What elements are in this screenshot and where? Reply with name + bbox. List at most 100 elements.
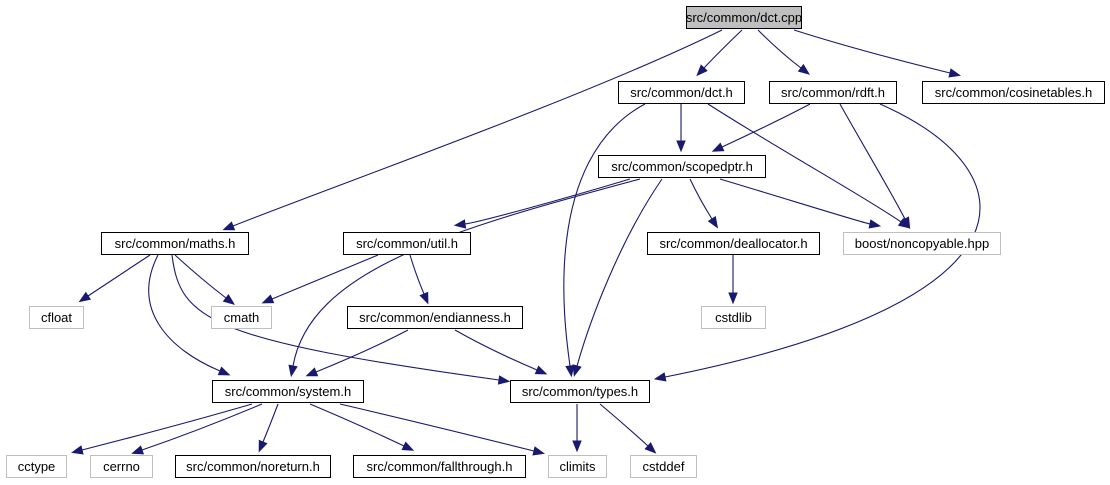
node-label: src/common/types.h (522, 384, 638, 399)
node-deallocator_h[interactable]: src/common/deallocator.h (647, 232, 820, 255)
arrowhead-dct_h-to-scopedptr_h (676, 140, 686, 153)
node-label: src/common/dct.h (630, 85, 733, 100)
arrowhead-maths_h-to-cfloat (78, 291, 92, 303)
arrowhead-system_h-to-climits (532, 446, 546, 456)
edge-scopedptr_h-to-types_h (576, 178, 663, 367)
node-label: src/common/endianness.h (359, 310, 511, 325)
edge-dct_cpp-to-rdft_h (757, 29, 802, 69)
arrowhead-scopedptr_h-to-noncopyable_hpp (868, 219, 882, 229)
node-endianness_h[interactable]: src/common/endianness.h (347, 306, 523, 329)
node-box (630, 455, 697, 478)
edge-system_h-to-cerrno (141, 403, 263, 451)
node-label: cfloat (41, 310, 72, 325)
node-box (90, 455, 153, 478)
arrowhead-system_h-to-noreturn_h (258, 439, 268, 453)
node-box (618, 81, 745, 104)
node-box (510, 380, 650, 403)
edge-scopedptr_h-to-noncopyable_hpp (719, 178, 871, 225)
arrowhead-scopedptr_h-to-system_h (288, 364, 298, 378)
node-box (347, 306, 523, 329)
node-label: src/common/dct.cpp (686, 10, 802, 25)
node-util_h[interactable]: src/common/util.h (343, 232, 471, 255)
node-types_h[interactable]: src/common/types.h (510, 380, 650, 403)
edge-system_h-to-fallthrough_h (309, 403, 405, 447)
node-label: src/common/deallocator.h (659, 236, 807, 251)
edge-dct_cpp-to-cosinetables_h (793, 29, 951, 74)
arrowhead-dct_cpp-to-maths_h (222, 221, 236, 231)
arrowhead-rdft_h-to-types_h (653, 372, 667, 382)
node-cerrno: cerrno (90, 455, 153, 478)
arrowhead-maths_h-to-system_h (217, 366, 231, 376)
arrowhead-rdft_h-to-scopedptr_h (711, 142, 725, 152)
node-label: climits (559, 459, 596, 474)
node-box (343, 232, 471, 255)
node-dct_cpp[interactable]: src/common/dct.cpp (686, 6, 802, 29)
node-cfloat: cfloat (29, 306, 84, 329)
edge-system_h-to-noreturn_h (262, 403, 279, 443)
edge-endianness_h-to-system_h (315, 329, 409, 373)
arrowhead-scopedptr_h-to-types_h (572, 364, 582, 377)
edge-rdft_h-to-noncopyable_hpp (839, 103, 906, 220)
node-label: src/common/scopedptr.h (611, 159, 753, 174)
node-box (29, 306, 84, 329)
node-rdft_h[interactable]: src/common/rdft.h (769, 81, 897, 104)
node-label: src/common/fallthrough.h (367, 459, 513, 474)
node-box (6, 455, 67, 478)
edge-maths_h-to-cfloat (87, 254, 151, 297)
node-box (922, 81, 1105, 104)
arrowhead-endianness_h-to-system_h (305, 367, 319, 377)
node-fallthrough_h[interactable]: src/common/fallthrough.h (353, 455, 526, 478)
node-noreturn_h[interactable]: src/common/noreturn.h (175, 455, 331, 478)
node-label: boost/noncopyable.hpp (855, 236, 989, 251)
node-box (212, 380, 364, 403)
edge-dct_h-to-noncopyable_hpp (707, 103, 902, 223)
edge-util_h-to-endianness_h (409, 254, 425, 295)
edge-system_h-to-cctype (81, 403, 253, 451)
arrowhead-types_h-to-climits (572, 440, 582, 453)
arrowhead-system_h-to-cctype (71, 445, 84, 455)
node-label: src/common/util.h (356, 236, 458, 251)
arrowhead-maths_h-to-types_h (497, 375, 511, 385)
arrowhead-rdft_h-to-noncopyable_hpp (900, 216, 911, 230)
node-box (686, 6, 802, 29)
node-box (353, 455, 526, 478)
node-label: src/common/rdft.h (781, 85, 885, 100)
node-label: cstdlib (715, 310, 752, 325)
node-cosinetables_h[interactable]: src/common/cosinetables.h (922, 81, 1105, 104)
node-box (769, 81, 897, 104)
arrowhead-deallocator_h-to-cstdlib (728, 292, 738, 305)
node-climits: climits (548, 455, 607, 478)
node-noncopyable_hpp: boost/noncopyable.hpp (843, 232, 1001, 255)
node-cctype: cctype (6, 455, 67, 478)
node-scopedptr_h[interactable]: src/common/scopedptr.h (598, 155, 766, 178)
node-maths_h[interactable]: src/common/maths.h (101, 232, 249, 255)
edge-dct_h-to-types_h (563, 103, 646, 367)
arrowhead-scopedptr_h-to-deallocator_h (707, 216, 719, 229)
edge-scopedptr_h-to-deallocator_h (689, 178, 713, 220)
node-dct_h[interactable]: src/common/dct.h (618, 81, 745, 104)
node-label: src/common/system.h (225, 384, 351, 399)
arrowhead-scopedptr_h-to-util_h (453, 219, 467, 229)
arrowhead-dct_cpp-to-dct_h (696, 64, 708, 77)
edge-dct_cpp-to-maths_h (232, 29, 723, 227)
arrowhead-dct_cpp-to-cosinetables_h (948, 68, 962, 78)
node-label: cerrno (103, 459, 140, 474)
node-box (843, 232, 1001, 255)
node-cmath: cmath (211, 306, 272, 329)
edge-scopedptr_h-to-system_h (292, 178, 641, 367)
node-box (647, 232, 820, 255)
edge-dct_cpp-to-dct_h (703, 29, 743, 69)
edge-system_h-to-climits (339, 403, 535, 452)
nodes-layer: src/common/dct.cpp src/common/dct.h src/co… (6, 6, 1105, 478)
node-label: cmath (224, 310, 259, 325)
node-system_h[interactable]: src/common/system.h (212, 380, 364, 403)
edge-types_h-to-cstddef (599, 403, 649, 447)
edge-endianness_h-to-types_h (454, 329, 538, 371)
arrowhead-types_h-to-cstddef (644, 442, 657, 454)
arrowhead-dct_cpp-to-rdft_h (797, 63, 811, 75)
arrowhead-system_h-to-fallthrough_h (401, 441, 415, 451)
node-cstdlib: cstdlib (701, 306, 766, 329)
node-label: src/common/cosinetables.h (935, 85, 1093, 100)
node-box (548, 455, 607, 478)
